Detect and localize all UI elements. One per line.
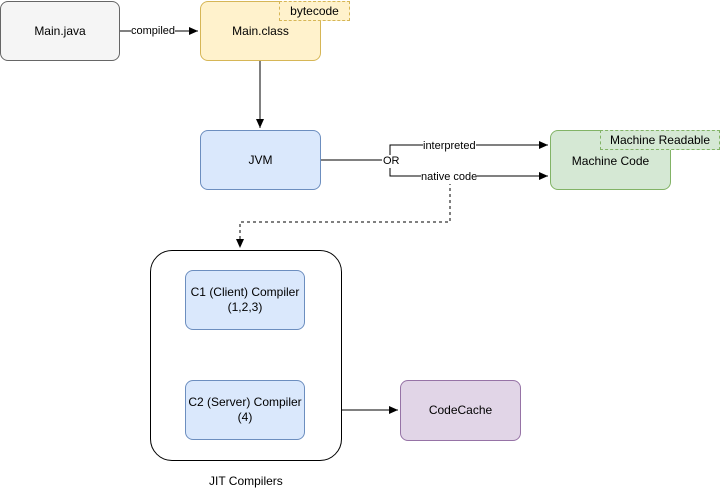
tag-machine-readable: Machine Readable xyxy=(600,130,720,150)
node-c1-compiler[interactable]: C1 (Client) Compiler (1,2,3) xyxy=(185,270,305,330)
node-jvm[interactable]: JVM xyxy=(200,130,321,190)
label-or: OR xyxy=(382,155,401,168)
label-native-code: native code xyxy=(421,171,478,184)
tag-bytecode: bytecode xyxy=(279,1,350,21)
edge-native-to-jit xyxy=(236,176,451,248)
label-compiled: compiled xyxy=(131,25,176,38)
label-interpreted: interpreted xyxy=(423,140,476,153)
node-code-cache[interactable]: CodeCache xyxy=(400,380,521,441)
node-main-java[interactable]: Main.java xyxy=(0,1,120,61)
node-c2-compiler[interactable]: C2 (Server) Compiler (4) xyxy=(185,380,305,440)
jit-compilers-label: JIT Compilers xyxy=(209,474,283,488)
